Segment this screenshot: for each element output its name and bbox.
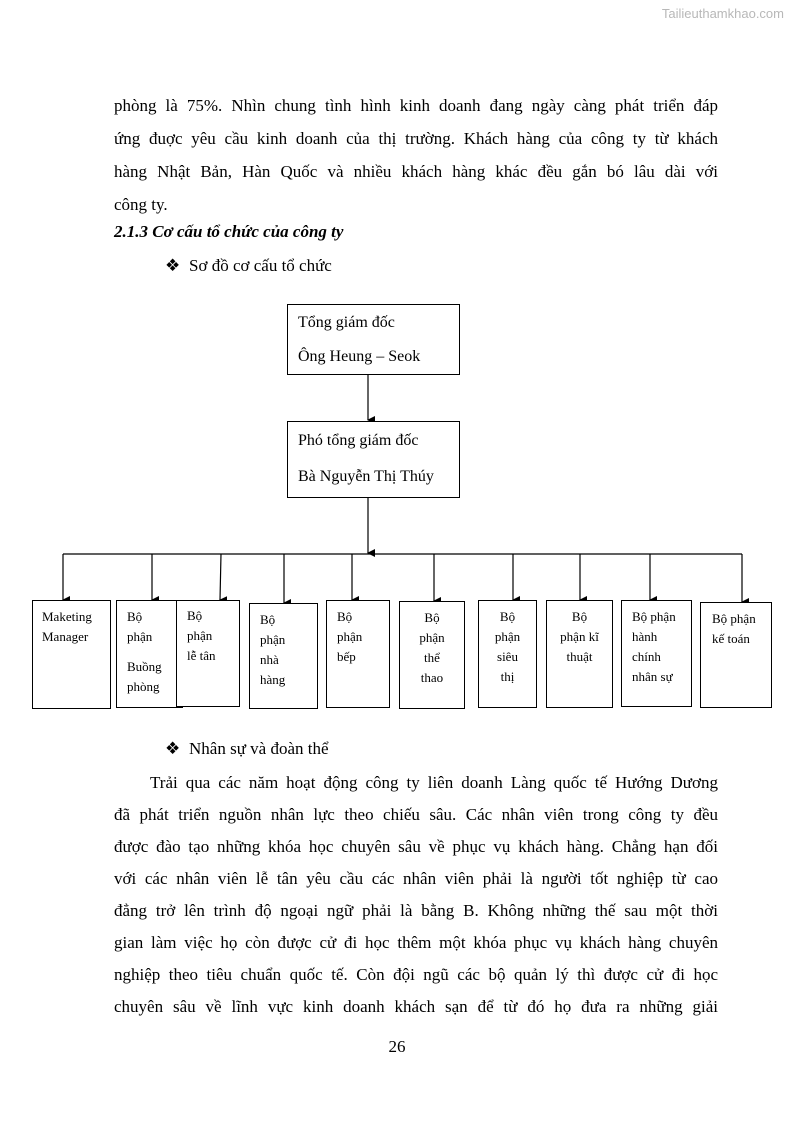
dept-line: chính (632, 649, 661, 664)
diamond-bullet-icon: ❖ (165, 739, 181, 758)
dept-line: Manager (42, 629, 89, 644)
dept-line: phận (187, 628, 213, 643)
dept-line: phận (419, 630, 445, 645)
body-line: đã phát triển nguồn nhân lực theo chiếu … (114, 805, 718, 824)
body-line: Trải qua các năm hoạt động công ty liên … (150, 773, 718, 792)
vice-director-title: Phó tổng giám đốc (298, 432, 419, 449)
dept-line: thao (420, 670, 444, 685)
bullet-org-chart-label: Sơ đồ cơ cấu tổ chức (189, 256, 332, 275)
intro-line: phòng là 75%. Nhìn chung tình hình kinh … (114, 96, 718, 115)
dept-line: phận (127, 629, 153, 644)
body-paragraph: Trải qua các năm hoạt động công ty liên … (114, 767, 718, 1023)
dept-line: thị (500, 669, 515, 684)
dept-box-accounting: Bộ phận kế toán (700, 602, 772, 708)
diamond-bullet-icon: ❖ (165, 256, 181, 275)
watermark: Tailieuthamkhao.com (661, 6, 784, 21)
dept-box-marketing: Maketing Manager (32, 600, 111, 709)
intro-line: hàng Nhật Bản, Hàn Quốc và nhiều khách h… (114, 162, 718, 181)
body-line: chuyên sâu về lĩnh vực kinh doanh khách … (114, 997, 718, 1016)
dept-box-housekeeping: Bộ phận Buồng phòng (116, 600, 183, 708)
intro-line: ứng đuợc yêu cầu kinh doanh của thị trườ… (114, 129, 718, 148)
dept-box-hr-admin: Bộ phận hành chính nhân sự (621, 600, 692, 707)
dept-line: Bộ phận (712, 611, 756, 626)
dept-box-reception: Bộ phận lễ tân (176, 600, 240, 707)
dept-line: Bộ (499, 609, 516, 624)
dept-line: Bộ (337, 609, 353, 624)
dept-line: hàng (260, 672, 286, 687)
body-line: với các nhân viên lễ tân yêu cầu các nhâ… (114, 869, 718, 888)
dept-box-supermarket: Bộ phận siêu thị (478, 600, 537, 708)
dept-box-sports: Bộ phận thể thao (399, 601, 465, 709)
dept-line: Bộ (260, 612, 276, 627)
ceo-name: Ông Heung – Seok (298, 348, 421, 365)
intro-line: công ty. (114, 195, 168, 214)
dept-arrow (219, 553, 228, 605)
dept-line: phận (260, 632, 286, 647)
bullet-org-chart: ❖ Sơ đồ cơ cấu tổ chức (165, 256, 332, 276)
dept-line: nhà (260, 652, 279, 667)
dept-line: Maketing (42, 609, 92, 624)
page-number: 26 (388, 1037, 406, 1056)
bullet-personnel-label: Nhân sự và đoàn thể (189, 739, 329, 758)
dept-line: Bộ (571, 609, 588, 624)
body-line: nghiệp theo tiêu chuẩn quốc tế. Còn đội … (114, 965, 718, 984)
dept-line: phận (337, 629, 363, 644)
vice-director-box: Phó tổng giám đốc Bà Nguyễn Thị Thúy (287, 421, 460, 498)
dept-line: hành (632, 629, 658, 644)
dept-line: Bộ (424, 610, 440, 625)
dept-box-restaurant: Bộ phận nhà hàng (249, 603, 318, 709)
dept-line: Buồng (127, 659, 162, 674)
body-line: gian làm việc họ còn được cử đi học thêm… (114, 933, 718, 952)
section-heading: 2.1.3 Cơ cấu tổ chức của công ty (114, 222, 344, 241)
dept-line: Bộ (187, 608, 203, 623)
dept-line: Bộ phận (632, 609, 676, 624)
ceo-box: Tổng giám đốc Ông Heung – Seok (287, 304, 460, 375)
dept-box-technical: Bộ phận kĩ thuật (546, 600, 613, 708)
dept-line: thể (424, 650, 440, 665)
body-line: đẳng trở lên trình độ ngoại ngữ phải là … (114, 901, 718, 920)
dept-line: bếp (337, 649, 356, 664)
ceo-title: Tổng giám đốc (298, 314, 395, 331)
vice-director-name: Bà Nguyễn Thị Thúy (298, 468, 434, 485)
bullet-personnel: ❖ Nhân sự và đoàn thể (165, 739, 329, 759)
dept-line: phận (494, 629, 521, 644)
dept-line: phòng (127, 679, 160, 694)
body-line: được đào tạo những khóa học chuyên sâu v… (114, 837, 718, 856)
dept-box-kitchen: Bộ phận bếp (326, 600, 390, 708)
dept-line: siêu (497, 649, 518, 664)
dept-line: phận kĩ (560, 629, 599, 644)
dept-line: thuật (566, 649, 593, 664)
dept-line: lễ tân (187, 648, 216, 663)
intro-paragraph: phòng là 75%. Nhìn chung tình hình kinh … (114, 89, 718, 221)
dept-line: Bộ (127, 609, 143, 624)
dept-line: nhân sự (632, 669, 673, 684)
dept-line: kế toán (712, 631, 750, 646)
